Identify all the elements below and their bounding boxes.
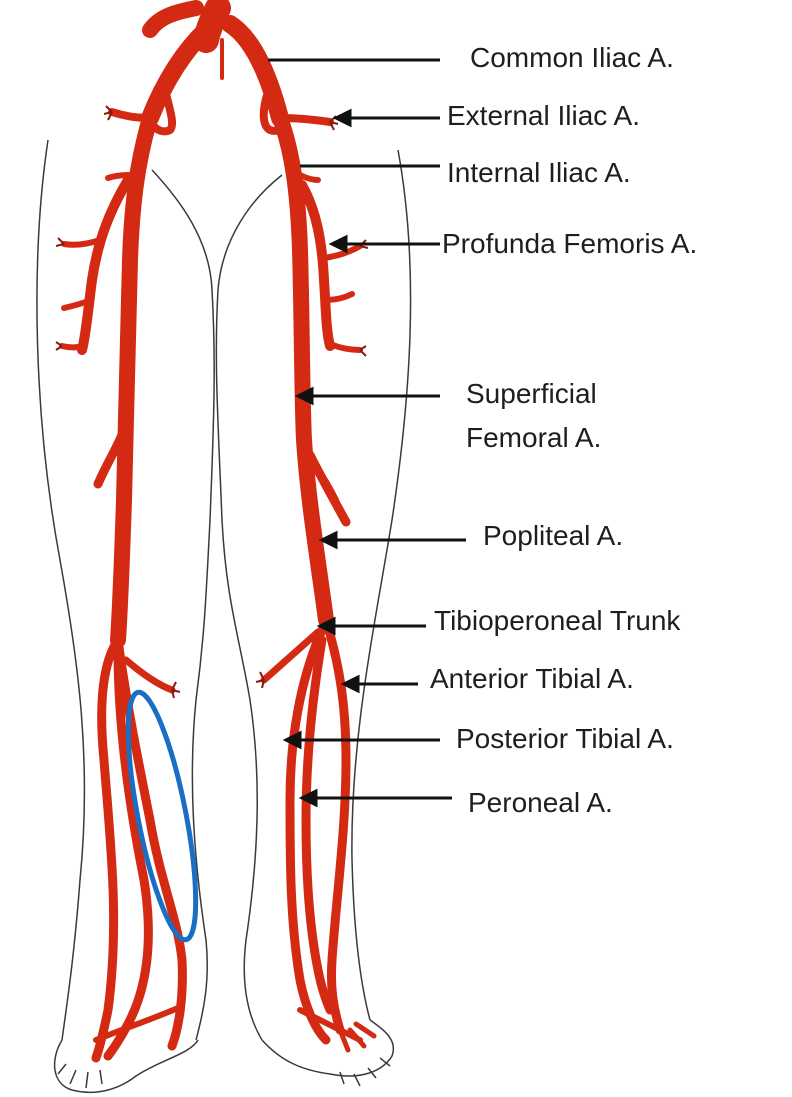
left-profunda-twig-3 xyxy=(62,346,82,348)
left-foot-outline xyxy=(55,1040,198,1092)
label-internal-iliac: Internal Iliac A. xyxy=(447,155,631,190)
left-anterior-tibial xyxy=(96,640,118,1058)
right-foot-outline xyxy=(262,1020,393,1076)
label-common-iliac: Common Iliac A. xyxy=(470,40,674,75)
label-peroneal: Peroneal A. xyxy=(468,785,613,820)
left-genicular-branch xyxy=(126,660,172,690)
tip-left-ext-iliac xyxy=(104,106,112,120)
right-toes xyxy=(340,1058,390,1086)
tip-right-genicular xyxy=(256,672,264,688)
right-leg-outer-outline xyxy=(352,150,411,1020)
label-profunda-femoris: Profunda Femoris A. xyxy=(442,226,697,261)
tip-left-profunda-1 xyxy=(56,238,64,246)
left-toes xyxy=(58,1064,102,1088)
label-posterior-tibial: Posterior Tibial A. xyxy=(456,721,674,756)
right-plantar-arch xyxy=(300,1010,360,1040)
label-tibioperoneal-trunk: Tibioperoneal Trunk xyxy=(434,603,680,638)
label-anterior-tibial: Anterior Tibial A. xyxy=(430,661,634,696)
left-common-iliac xyxy=(150,30,206,118)
arrowhead-anterior-tibial xyxy=(344,677,358,691)
arrowhead-posterior-tibial xyxy=(286,733,300,747)
left-leg-outer-outline xyxy=(37,140,85,1040)
right-peroneal xyxy=(306,640,330,1010)
inner-thigh-outline-right xyxy=(216,175,282,1040)
label-superficial-femoral: Superficial Femoral A. xyxy=(466,372,601,460)
left-profunda-twig-1 xyxy=(64,240,100,245)
arrowhead-external-iliac xyxy=(336,111,350,125)
right-upper-twig xyxy=(300,175,318,180)
label-popliteal: Popliteal A. xyxy=(483,518,623,553)
tip-left-genicular xyxy=(172,682,180,698)
arrowhead-popliteal xyxy=(322,533,336,547)
right-profunda-twig-3 xyxy=(330,344,360,350)
left-aorta-branch xyxy=(150,8,196,30)
right-anterior-tibial xyxy=(326,620,346,1030)
right-common-iliac xyxy=(230,24,280,118)
arrowhead-profunda-femoris xyxy=(332,237,346,251)
left-upper-twig xyxy=(108,175,130,178)
label-external-iliac: External Iliac A. xyxy=(447,98,640,133)
right-dorsal-twigs xyxy=(340,1024,374,1050)
